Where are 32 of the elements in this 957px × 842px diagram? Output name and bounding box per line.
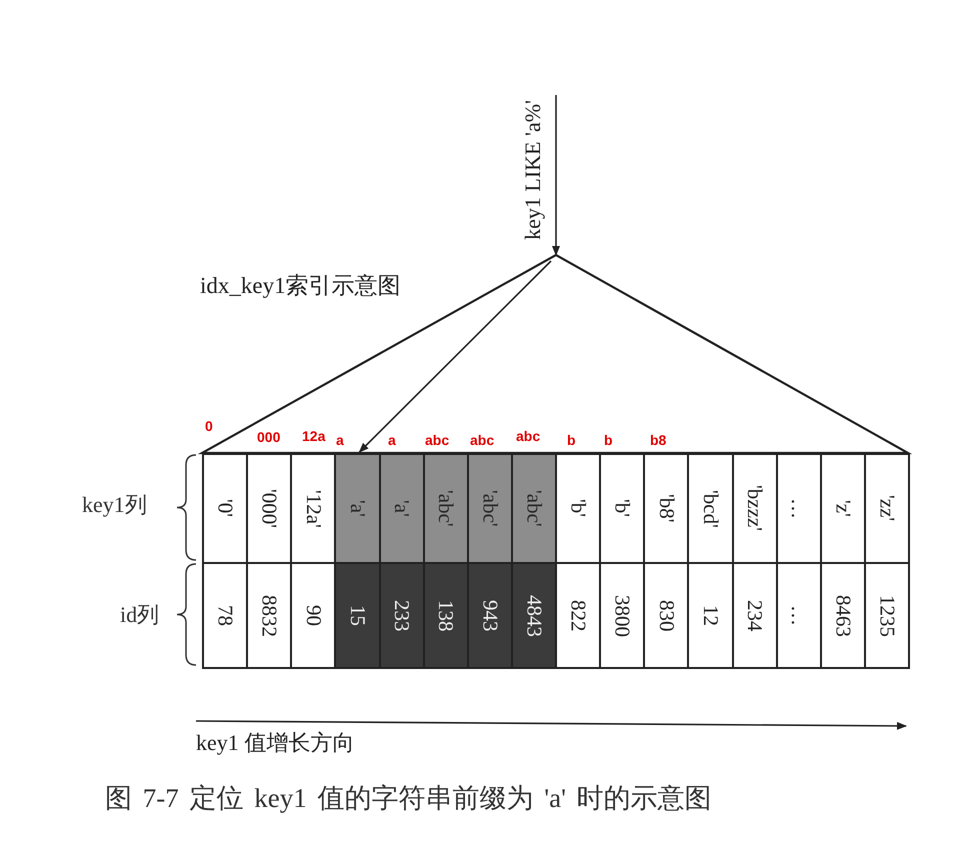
annotation: b8 xyxy=(650,432,666,448)
table-cell: 'zz' xyxy=(864,453,910,564)
annotation: b xyxy=(604,432,613,448)
table-cell: 'abc' xyxy=(422,453,469,564)
table-cell: 'a' xyxy=(334,453,380,564)
annotation: abc xyxy=(516,428,540,444)
table-cell: 1235 xyxy=(864,562,910,669)
table-cell: 'a' xyxy=(378,453,425,564)
table-cell: 233 xyxy=(378,562,425,669)
table-cell: 138 xyxy=(422,562,469,669)
annotation: 0 xyxy=(205,418,213,434)
table-cell: 15 xyxy=(334,562,380,669)
arrow xyxy=(358,260,552,453)
annotation: abc xyxy=(470,432,494,448)
arrow xyxy=(552,95,560,256)
table-cell: 'abc' xyxy=(510,453,557,564)
annotation: a xyxy=(336,432,344,448)
annotation: a xyxy=(388,432,396,448)
axis-label: key1 值增长方向 xyxy=(196,729,354,757)
row-label: key1列 xyxy=(82,491,147,519)
annotation: 000 xyxy=(257,429,280,445)
table-cell: 'abc' xyxy=(466,453,513,564)
annotation: b xyxy=(567,432,576,448)
table-cell: '0' xyxy=(202,453,248,564)
annotation: 12a xyxy=(302,428,326,444)
table-cell: 4843 xyxy=(510,562,557,669)
annotation: abc xyxy=(425,432,450,448)
diagram-heading: idx_key1索引示意图 xyxy=(200,272,401,300)
table-cell: 78 xyxy=(202,562,248,669)
table-cell: 943 xyxy=(466,562,513,669)
figure-caption: 图 7-7 定位 key1 值的字符串前缀为 'a' 时的示意图 xyxy=(105,782,712,815)
row-label: id列 xyxy=(120,601,160,629)
